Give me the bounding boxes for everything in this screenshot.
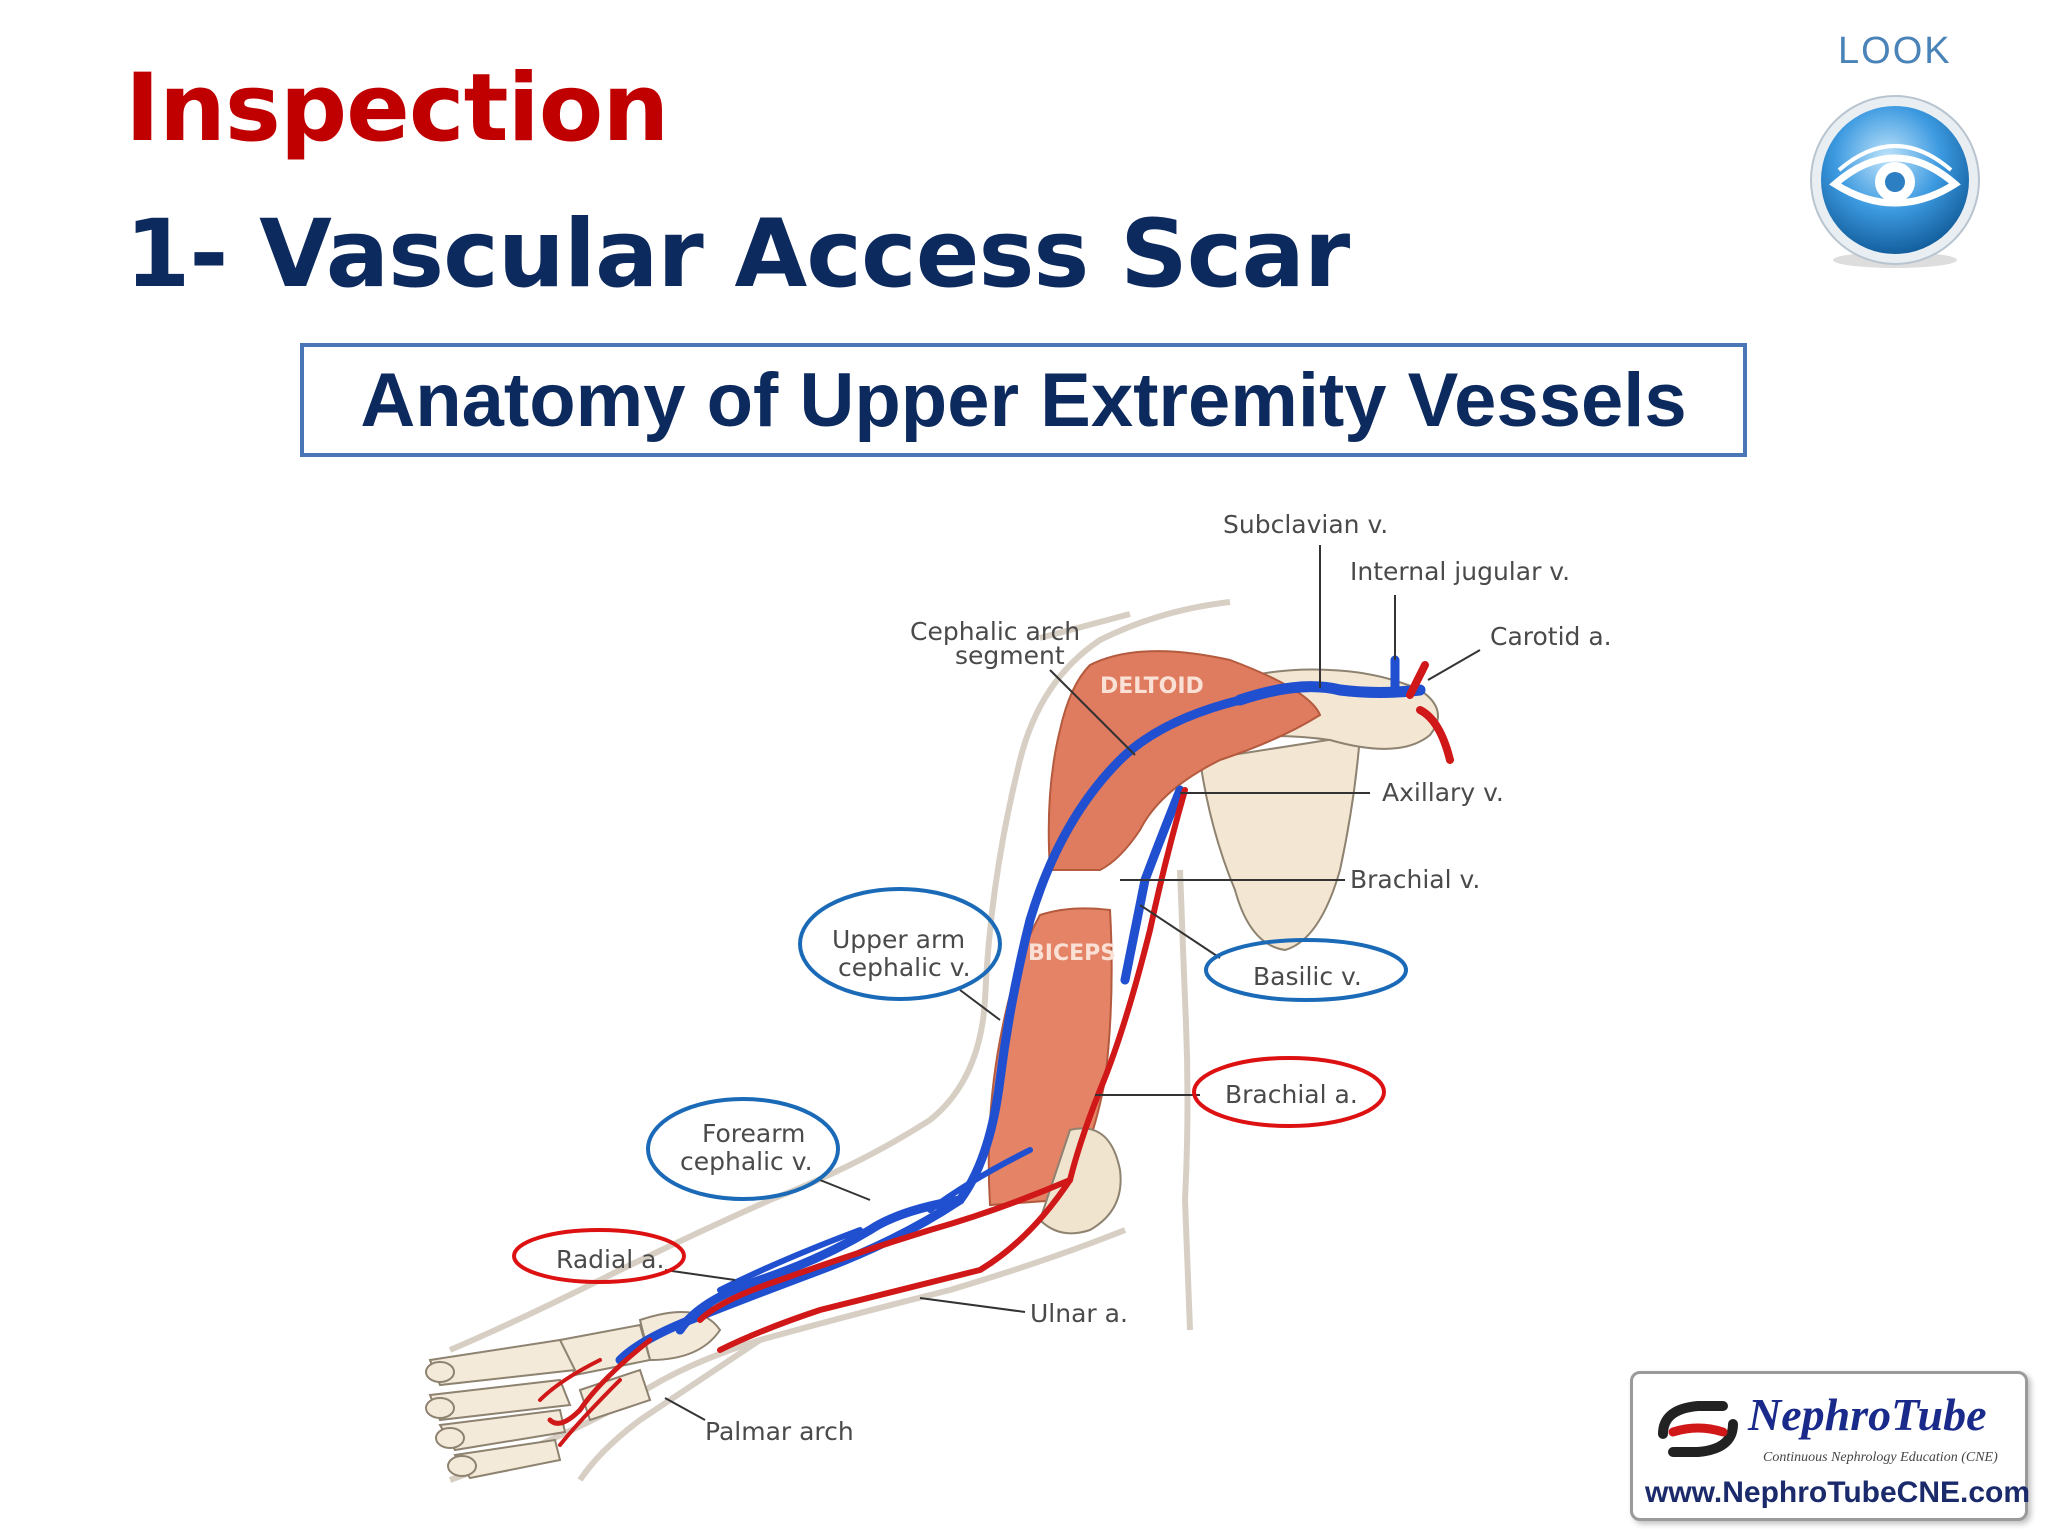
- upper-arm-cephalic-highlight: [798, 887, 1002, 1001]
- eye-icon: [1810, 95, 1980, 268]
- ulnar-a-label: Ulnar a.: [1030, 1299, 1128, 1328]
- brachial-artery: [1067, 787, 1188, 1183]
- basilic-v-label: Basilic v.: [1253, 962, 1362, 991]
- forearm-cephalic-label-2: cephalic v.: [680, 1147, 813, 1176]
- hand-bones: [425, 1311, 722, 1480]
- subclavian-v-label: Subclavian v.: [1223, 510, 1388, 539]
- slide-subtitle: 1- Vascular Access Scar: [125, 200, 1350, 309]
- nephrotube-logo-mark: [1658, 1401, 1738, 1457]
- upper-arm-cephalic-label-1: Upper arm: [832, 925, 965, 954]
- biceps-label: BICEPS: [1028, 941, 1116, 966]
- cephalic-arch-label-2: segment: [955, 641, 1065, 670]
- logo-name: NephroTube: [1748, 1389, 1987, 1440]
- brachial-a-label: Brachial a.: [1225, 1080, 1358, 1109]
- subclavian-artery: [1416, 706, 1454, 764]
- carotid-artery: [1406, 661, 1429, 699]
- forearm-veins: [675, 1195, 965, 1335]
- highlight-ovals: [512, 887, 1408, 1284]
- arteries: [538, 661, 1454, 1447]
- upper-arm-cephalic-label-2: cephalic v.: [838, 953, 971, 982]
- leader-lines: [664, 545, 1481, 1421]
- radial-artery: [697, 1177, 1073, 1323]
- palmar-arch-label: Palmar arch: [705, 1417, 854, 1446]
- forearm-cephalic-label-1: Forearm: [702, 1119, 805, 1148]
- cephalic-arch-label-1: Cephalic arch: [910, 617, 1080, 646]
- section-heading: Anatomy of Upper Extremity Vessels: [360, 357, 1687, 443]
- deltoid-label: DELTOID: [1100, 674, 1204, 699]
- basilic-v-highlight: [1204, 938, 1408, 1002]
- axillary-v-label: Axillary v.: [1382, 778, 1504, 807]
- logo-url: www.NephroTubeCNE.com: [1645, 1476, 2031, 1509]
- deltoid-muscle: DELTOID: [1047, 650, 1322, 871]
- radial-a-label: Radial a.: [556, 1245, 664, 1274]
- palmar-arch: [547, 1337, 653, 1426]
- look-label: LOOK: [1838, 30, 1952, 72]
- logo-tagline: Continuous Nephrology Education (CNE): [1763, 1450, 1998, 1465]
- nephrotube-logo: NephroTube Continuous Nephrology Educati…: [1630, 1371, 2031, 1521]
- brachial-a-highlight: [1192, 1056, 1386, 1128]
- ulnar-artery: [717, 1177, 1073, 1353]
- carotid-a-label: Carotid a.: [1490, 622, 1612, 651]
- radial-a-highlight: [512, 1228, 686, 1284]
- brachial-v-label: Brachial v.: [1350, 865, 1480, 894]
- internal-jugular-v-label: Internal jugular v.: [1350, 557, 1570, 586]
- slide-title: Inspection: [125, 54, 669, 163]
- forearm-cephalic-highlight: [646, 1097, 840, 1201]
- section-heading-box: Anatomy of Upper Extremity Vessels: [300, 343, 1747, 457]
- elbow-bones: [1038, 1127, 1122, 1235]
